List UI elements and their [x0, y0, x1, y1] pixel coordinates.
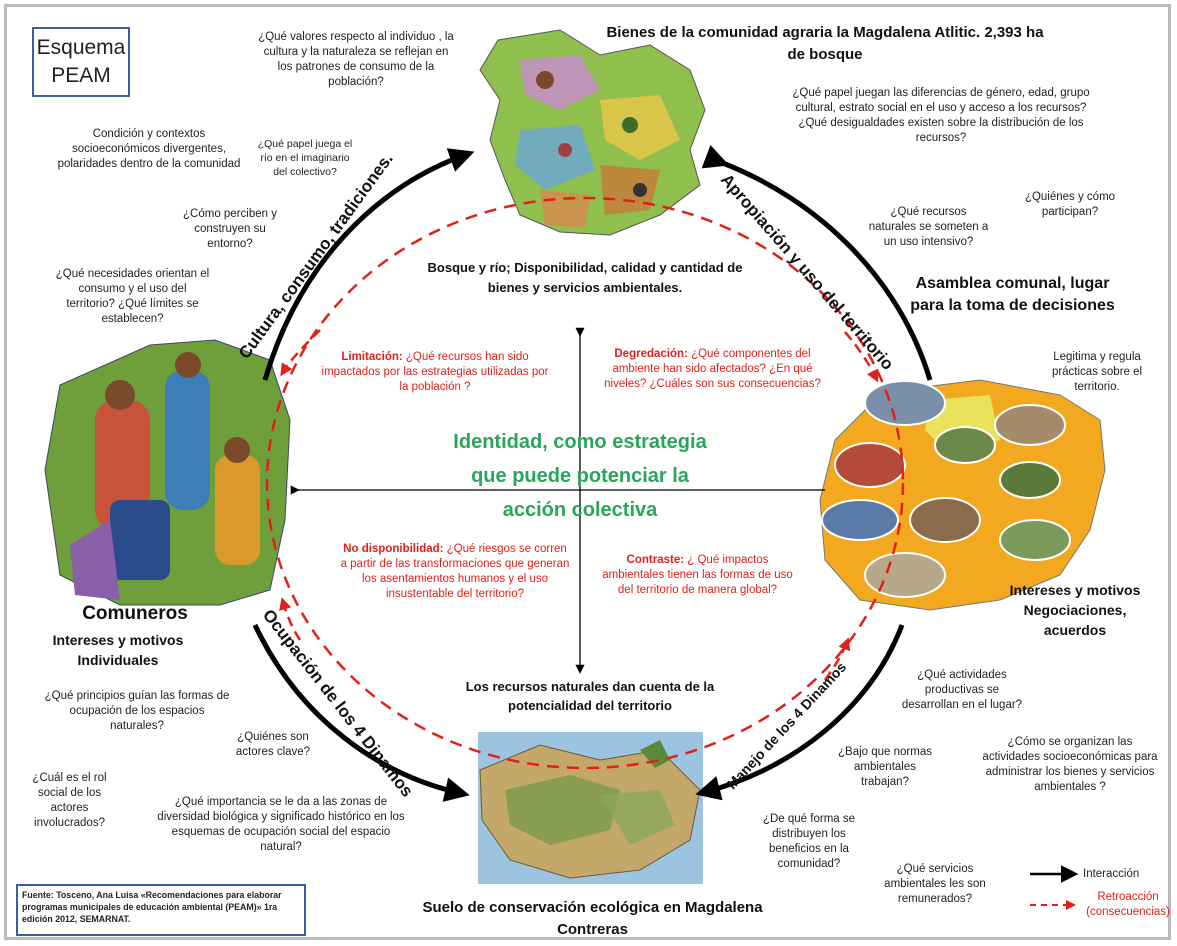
question-legitima: Legitima y regula prácticas sobre el ter…: [1051, 351, 1143, 393]
asamblea-collage-illustration: [819, 379, 1106, 611]
feedback-arrow-left-top: [280, 329, 321, 377]
question-beneficios: ¿De qué forma se distribuyen los benefic…: [762, 813, 856, 870]
question-perciben: ¿Cómo perciben y construyen su entorno?: [183, 208, 277, 250]
quadrant-no-disponibilidad: No disponibilidad: ¿Qué riesgos se corre…: [340, 543, 570, 600]
question-quienes-participan: ¿Quiénes y cómo participan?: [1024, 191, 1116, 218]
question-normas: ¿Bajo que normas ambientales trabajan?: [838, 746, 932, 788]
axis-bottom-label: Los recursos naturales dan cuenta de la …: [465, 679, 715, 713]
feedback-arrow-right-top: [844, 331, 879, 383]
arc-label-ocupacion: Ocupación de los 4 Dinamos: [259, 606, 417, 801]
question-genero: ¿Qué papel juegan las diferencias de gén…: [792, 87, 1090, 144]
quadrant-contraste: Contraste: ¿ Qué impactos ambientales ti…: [602, 554, 793, 596]
question-condicion: Condición y contextos socioeconómicos di…: [57, 128, 241, 170]
esquema-title-box: Esquema PEAM: [32, 27, 130, 97]
top-title: Bienes de la comunidad agraria la Magdal…: [606, 24, 1044, 63]
legend-interaccion-label: Interacción: [1083, 868, 1140, 880]
arc-cultura-consumo: [262, 148, 475, 381]
question-recursos-intensivo: ¿Qué recursos naturales se someten a un …: [868, 206, 989, 248]
node-suelo-conservacion: Suelo de conservación ecológica en Magda…: [422, 899, 763, 938]
arc-manejo: [695, 624, 905, 801]
question-servicios: ¿Qué servicios ambientales les son remun…: [884, 863, 986, 905]
node-comuneros-subtitle: Intereses y motivos Individuales: [52, 632, 184, 668]
question-principios: ¿Qué principios guían las formas de ocup…: [44, 690, 230, 732]
suelo-conservacion-map: [478, 732, 703, 884]
feedback-circle: [265, 196, 905, 770]
question-valores: ¿Qué valores respecto al individuo , la …: [258, 31, 454, 88]
quadrant-limitacion: Limitación: ¿Qué recursos han sido impac…: [321, 351, 549, 393]
feedback-arrow-right-bottom: [823, 637, 851, 681]
question-importancia: ¿Qué importancia se le da a las zonas de…: [157, 796, 405, 853]
quadrant-degradacion: Degredación: ¿Qué componentes del ambien…: [604, 348, 821, 390]
axis-top-label: Bosque y río; Disponibilidad, calidad y …: [427, 260, 743, 295]
feedback-arrow-left-bottom: [279, 597, 302, 641]
node-comuneros-title: Comuneros: [82, 603, 188, 624]
question-rol: ¿Cuál es el rol social de los actores in…: [32, 772, 107, 829]
question-rio: ¿Qué papel juega el río en el imaginario…: [257, 138, 353, 178]
question-actores-clave: ¿Quiénes son actores clave?: [235, 731, 311, 758]
center-identity: Identidad, como estrategia que puede pot…: [453, 431, 707, 521]
node-intereses-negociaciones: Intereses y motivos Negociaciones, acuer…: [1009, 582, 1141, 638]
arc-ocupacion: [252, 623, 470, 802]
comuneros-illustration: [44, 339, 291, 606]
source-box: Fuente: Tosceno, Ana Luisa «Recomendacio…: [16, 884, 306, 936]
legend-retroaccion-label: Retroacción (consecuencias): [1086, 891, 1170, 918]
node-asamblea: Asamblea comunal, lugar para la toma de …: [910, 275, 1115, 314]
question-organizan: ¿Cómo se organizan las actividades socio…: [982, 736, 1158, 793]
arc-apropiacion: [701, 144, 933, 381]
question-actividades: ¿Qué actividades productivas se desarrol…: [901, 669, 1023, 711]
question-necesidades: ¿Qué necesidades orientan el consumo y e…: [55, 268, 210, 325]
page-frame: [4, 4, 1171, 940]
